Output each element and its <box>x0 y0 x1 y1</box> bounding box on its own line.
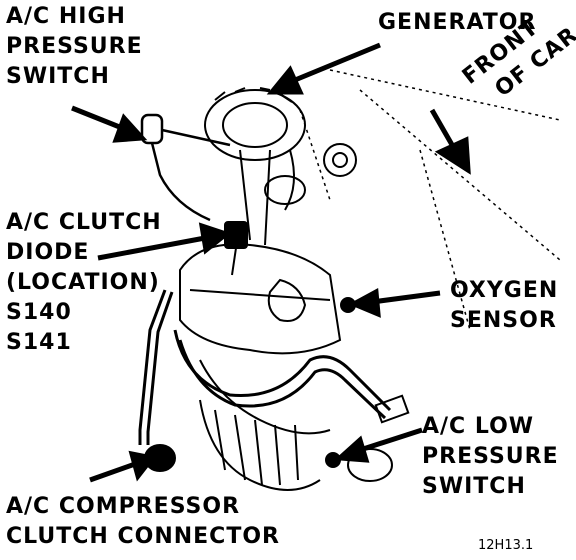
label-ac-clutch-diode: A/C CLUTCH DIODE (LOCATION) S140 S141 <box>6 208 162 358</box>
label-oxygen-sensor-line2: SENSOR <box>450 308 557 333</box>
label-ac-compressor-clutch-connector-line2: CLUTCH CONNECTOR <box>6 524 280 549</box>
label-oxygen-sensor: OXYGEN SENSOR <box>450 276 558 336</box>
ac-hose-drawing <box>138 289 392 445</box>
label-ac-compressor-clutch-connector: A/C COMPRESSOR CLUTCH CONNECTOR <box>6 492 280 552</box>
high-pressure-switch-drawing <box>140 113 231 222</box>
label-ac-high-pressure-switch-line3: SWITCH <box>6 64 110 89</box>
label-ac-high-pressure-switch-line2: PRESSURE <box>6 34 143 59</box>
label-ac-compressor-clutch-connector-line1: A/C COMPRESSOR <box>6 494 241 519</box>
label-ac-high-pressure-switch: A/C HIGH PRESSURE SWITCH <box>6 2 143 92</box>
clutch-diode-drawing <box>224 221 248 276</box>
label-ac-clutch-diode-line3: (LOCATION) <box>6 270 160 295</box>
pointer-arrows <box>71 42 471 483</box>
label-ac-low-pressure-switch-line3: SWITCH <box>422 474 526 499</box>
generator-drawing <box>204 87 357 211</box>
engine-block <box>179 149 342 491</box>
label-ac-clutch-diode-line4: S140 <box>6 300 72 325</box>
label-ac-low-pressure-switch-line1: A/C LOW <box>422 414 535 439</box>
label-ac-clutch-diode-line2: DIODE <box>6 240 90 265</box>
label-oxygen-sensor-line1: OXYGEN <box>450 278 559 303</box>
label-ac-low-pressure-switch: A/C LOW PRESSURE SWITCH <box>422 412 559 502</box>
label-generator: GENERATOR <box>378 8 536 38</box>
label-ac-clutch-diode-line5: S141 <box>6 330 72 355</box>
label-ac-low-pressure-switch-line2: PRESSURE <box>422 444 559 469</box>
label-generator-text: GENERATOR <box>378 10 537 35</box>
label-ac-high-pressure-switch-line1: A/C HIGH <box>6 4 126 29</box>
label-ac-clutch-diode-line1: A/C CLUTCH <box>6 210 162 235</box>
figure-code: 12H13.1 <box>478 538 534 553</box>
